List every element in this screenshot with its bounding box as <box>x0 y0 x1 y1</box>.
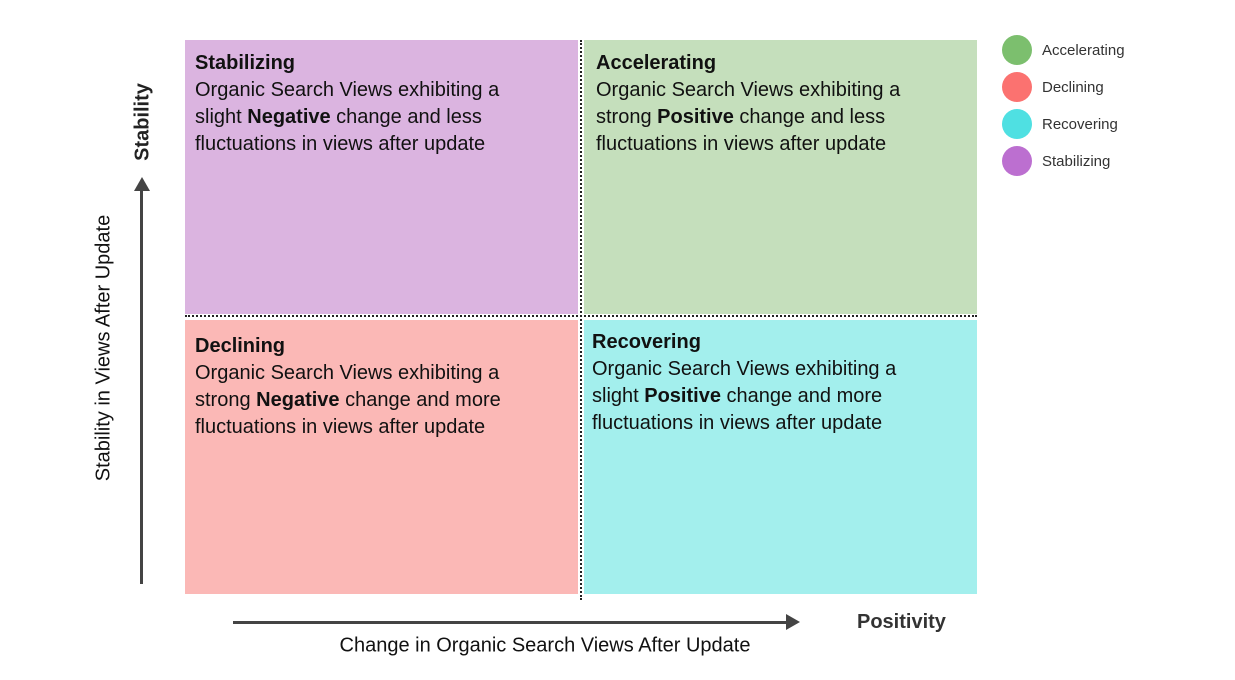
quadrant-description: Organic Search Views exhibiting a slight… <box>195 77 568 158</box>
legend-label: Recovering <box>1042 115 1118 133</box>
description-line: Organic Search Views exhibiting a <box>592 358 897 380</box>
x-axis-title: Positivity <box>857 611 946 633</box>
description-line: fluctuations in views after update <box>195 133 486 155</box>
x-axis-arrow-icon <box>786 614 800 630</box>
quadrant-title: Declining <box>195 335 286 357</box>
description-line: fluctuations in views after update <box>195 416 486 438</box>
description-line: slight Negative change and less <box>195 104 568 131</box>
y-axis-title: Stability <box>131 83 154 161</box>
description-emphasis: Positive <box>644 385 721 407</box>
horizontal-divider <box>185 315 977 317</box>
quadrant-description: Organic Search Views exhibiting a slight… <box>592 356 969 437</box>
description-text: slight <box>592 385 645 407</box>
description-text: strong <box>195 389 257 411</box>
description-text: change and more <box>339 389 501 411</box>
description-line: fluctuations in views after update <box>596 133 887 155</box>
legend-item-recovering: Recovering <box>1002 106 1125 142</box>
quadrant-title: Accelerating <box>596 52 717 74</box>
y-axis-arrow-icon <box>134 177 150 191</box>
vertical-divider <box>580 40 582 600</box>
description-line: Organic Search Views exhibiting a <box>195 79 500 101</box>
legend-item-accelerating: Accelerating <box>1002 32 1125 68</box>
description-text: strong <box>596 106 658 128</box>
quadrant-title: Stabilizing <box>195 52 295 74</box>
quadrant-accelerating: Accelerating Organic Search Views exhibi… <box>584 40 977 314</box>
description-line: Organic Search Views exhibiting a <box>596 79 901 101</box>
legend-swatch-icon <box>1002 109 1032 139</box>
legend-swatch-icon <box>1002 72 1032 102</box>
x-axis-label: Change in Organic Search Views After Upd… <box>339 634 751 657</box>
description-text: slight <box>195 106 248 128</box>
description-text: change and more <box>720 385 883 407</box>
description-line: slight Positive change and more <box>592 383 969 410</box>
legend-item-declining: Declining <box>1002 69 1125 105</box>
quadrant-description: Organic Search Views exhibiting a strong… <box>596 77 965 158</box>
legend-label: Accelerating <box>1042 41 1125 59</box>
description-emphasis: Negative <box>256 389 340 411</box>
legend-swatch-icon <box>1002 146 1032 176</box>
description-line: strong Negative change and more <box>195 387 568 414</box>
legend-item-stabilizing: Stabilizing <box>1002 143 1125 179</box>
description-text: change and less <box>330 106 482 128</box>
description-line: Organic Search Views exhibiting a <box>195 362 500 384</box>
quadrant-recovering: Recovering Organic Search Views exhibiti… <box>584 320 977 594</box>
description-emphasis: Positive <box>657 106 734 128</box>
description-line: strong Positive change and less <box>596 104 965 131</box>
quadrant-declining: Declining Organic Search Views exhibitin… <box>185 320 578 594</box>
description-text: change and less <box>733 106 886 128</box>
legend-label: Stabilizing <box>1042 152 1111 170</box>
legend-label: Declining <box>1042 78 1104 96</box>
y-axis-label: Stability in Views After Update <box>92 214 115 482</box>
quadrant-title: Recovering <box>592 331 701 353</box>
legend-swatch-icon <box>1002 35 1032 65</box>
quadrant-stabilizing: Stabilizing Organic Search Views exhibit… <box>185 40 578 314</box>
description-emphasis: Negative <box>247 106 331 128</box>
x-axis-line <box>233 621 788 624</box>
description-line: fluctuations in views after update <box>592 412 883 434</box>
y-axis-line <box>140 190 143 584</box>
quadrant-description: Organic Search Views exhibiting a strong… <box>195 360 568 441</box>
legend: Accelerating Declining Recovering Stabil… <box>1002 32 1125 180</box>
